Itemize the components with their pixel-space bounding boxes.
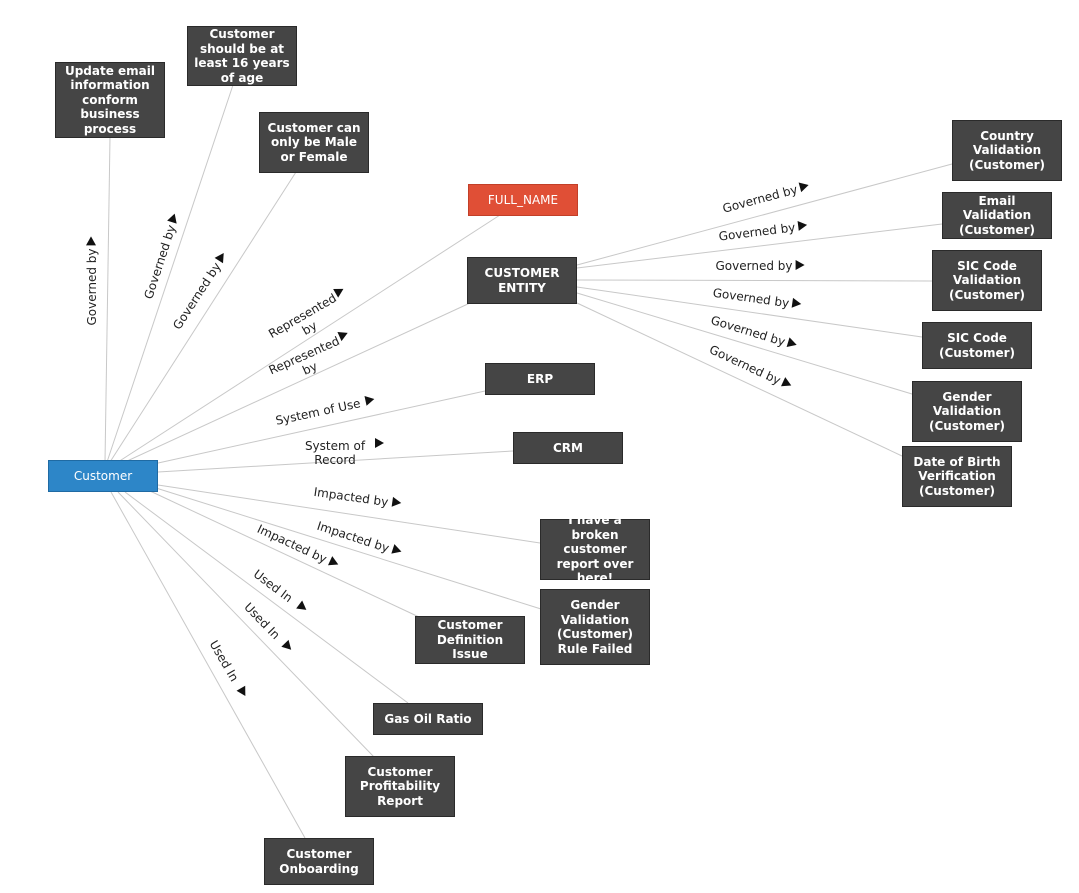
edge-customer-definition-issue [149, 490, 420, 618]
direction-arrow-icon [281, 639, 292, 650]
direction-arrow-icon [791, 297, 802, 308]
direction-arrow-icon [328, 556, 339, 566]
edge-customer-age-rule [106, 84, 234, 463]
node-gender-validation[interactable]: Gender Validation (Customer) [912, 381, 1022, 442]
node-customer-onboarding[interactable]: Customer Onboarding [264, 838, 374, 885]
label-impacted-by-broken-report: Impacted by [313, 485, 402, 509]
svg-text:Governed by: Governed by [707, 342, 783, 387]
direction-arrow-icon [236, 685, 246, 697]
edge-entity-sic-code [576, 286, 923, 338]
node-sic-code-validation[interactable]: SIC Code Validation (Customer) [932, 250, 1042, 311]
label-system-of-use: System of Use [274, 395, 375, 428]
svg-text:Used In: Used In [241, 600, 282, 642]
svg-text:Governed by: Governed by [721, 182, 799, 215]
node-gender-rule-failed[interactable]: Gender Validation (Customer) Rule Failed [540, 589, 650, 665]
node-crm[interactable]: CRM [513, 432, 623, 464]
svg-text:Governed by: Governed by [709, 313, 787, 349]
svg-text:Representedby: Representedby [267, 334, 348, 390]
direction-arrow-icon [375, 438, 384, 448]
node-erp[interactable]: ERP [485, 363, 595, 395]
direction-arrow-icon [333, 288, 344, 298]
direction-arrow-icon [786, 337, 797, 347]
edge-entity-email [576, 223, 943, 269]
svg-text:Governed by: Governed by [716, 259, 793, 273]
edge-customer-onboarding [110, 491, 306, 839]
svg-text:Impacted by: Impacted by [313, 485, 389, 509]
node-gas-oil-ratio[interactable]: Gas Oil Ratio [373, 703, 483, 735]
edge-customer-profitability [117, 491, 375, 758]
label-governed-by-email: Governed by [718, 220, 808, 244]
direction-arrow-icon [781, 377, 792, 387]
node-customer[interactable]: Customer [48, 460, 158, 492]
label-governed-by-gender-rule: Governed by [170, 253, 224, 332]
direction-arrow-icon [795, 260, 805, 270]
node-gender-rule[interactable]: Customer can only be Male or Female [259, 112, 369, 173]
label-used-in-onboarding: Used In [207, 638, 246, 697]
label-governed-by-update-email: Governed by [85, 236, 99, 326]
node-sic-code[interactable]: SIC Code (Customer) [922, 322, 1032, 369]
svg-text:Used In: Used In [207, 638, 242, 684]
node-dob-verification[interactable]: Date of Birth Verification (Customer) [902, 446, 1012, 507]
node-customer-entity[interactable]: CUSTOMER ENTITY [467, 257, 577, 304]
edge-entity-gender-validation [576, 292, 913, 395]
svg-text:Governed by: Governed by [85, 249, 99, 326]
node-definition-issue[interactable]: Customer Definition Issue [415, 616, 525, 664]
edge-customer-gender-rule-failed [155, 487, 542, 610]
edge-customer-broken-report [157, 484, 541, 544]
edge-customer-erp [139, 390, 486, 468]
direction-arrow-icon [296, 600, 307, 610]
edge-customer-gender-rule [109, 171, 297, 463]
direction-arrow-icon [214, 253, 224, 264]
edge-entity-sic-validation [576, 279, 933, 282]
direction-arrow-icon [797, 220, 808, 231]
edge-customer-customer-entity [124, 302, 471, 463]
direction-arrow-icon [798, 182, 809, 193]
svg-text:Used In: Used In [251, 567, 295, 605]
edge-entity-country [576, 163, 953, 266]
edge-entity-dob [576, 302, 903, 457]
edge-customer-crm [157, 450, 514, 473]
direction-arrow-icon [167, 213, 177, 224]
svg-text:Governed by: Governed by [170, 260, 224, 332]
node-age-rule[interactable]: Customer should be at least 16 years of … [187, 26, 297, 86]
direction-arrow-icon [337, 332, 348, 342]
edge-customer-gas-oil-ratio [124, 491, 409, 704]
node-broken-report[interactable]: I have a broken customer report over her… [540, 513, 650, 585]
svg-text:System of Use: System of Use [274, 396, 361, 428]
node-update-email-rule[interactable]: Update email information conform busines… [55, 62, 165, 138]
node-country-validation[interactable]: Country Validation (Customer) [952, 120, 1062, 181]
edge-customer-full-name [117, 214, 501, 463]
edge-customer-update-email [104, 136, 111, 463]
node-email-validation[interactable]: Email Validation (Customer) [942, 192, 1052, 239]
node-full-name[interactable]: FULL_NAME [468, 184, 578, 216]
direction-arrow-icon [364, 395, 375, 406]
label-governed-by-country: Governed by [721, 182, 809, 216]
svg-text:Governed by: Governed by [141, 223, 178, 301]
direction-arrow-icon [86, 236, 96, 246]
label-governed-by-sic-validation: Governed by [716, 259, 805, 273]
svg-text:Governed by: Governed by [712, 286, 790, 311]
node-profitability-report[interactable]: Customer Profitability Report [345, 756, 455, 817]
direction-arrow-icon [391, 496, 402, 507]
direction-arrow-icon [391, 544, 402, 554]
label-represented-by-entity: Representedby [267, 332, 348, 390]
label-represented-by-full-name: Representedby [266, 288, 344, 341]
